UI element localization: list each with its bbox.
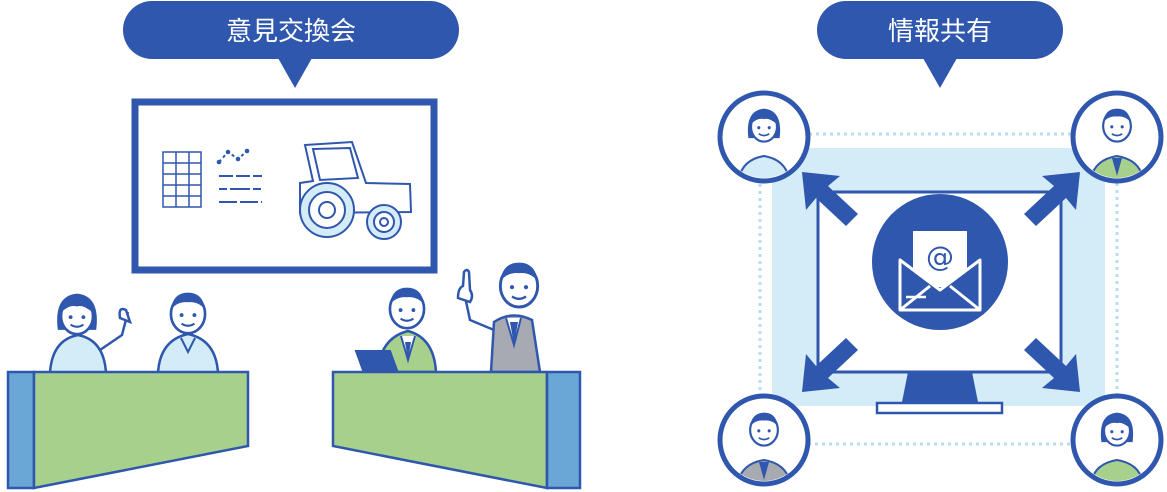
sharing-bubble-label: 情報共有 xyxy=(888,17,992,47)
person-man-laptop xyxy=(354,286,438,374)
tractor-icon xyxy=(299,140,413,240)
text-lines-icon xyxy=(219,175,262,203)
person-man-left xyxy=(156,291,220,375)
grid-table-icon xyxy=(162,151,202,208)
line-chart-icon xyxy=(216,148,250,165)
network-boundary xyxy=(758,132,1119,446)
avatar-top-right xyxy=(1070,90,1164,184)
avatar-bottom-left xyxy=(717,393,811,487)
person-man-standing xyxy=(456,261,542,374)
meeting-bubble: 意見交換会 xyxy=(123,1,459,88)
avatar-bottom-right xyxy=(1070,393,1164,487)
arrow-top-left xyxy=(802,172,858,226)
arrow-bottom-left xyxy=(802,338,858,392)
desk-left xyxy=(6,370,250,490)
laptop-icon xyxy=(354,350,400,374)
sharing-bubble: 情報共有 xyxy=(817,1,1063,88)
desk-right xyxy=(331,370,582,490)
presentation-screen xyxy=(131,98,438,274)
email-at-symbol: @ xyxy=(926,240,954,273)
email-icon: @ xyxy=(872,194,1008,330)
left-panel: 意見交換会 xyxy=(6,1,582,490)
arrow-top-right xyxy=(1024,172,1080,226)
meeting-bubble-label: 意見交換会 xyxy=(226,17,356,47)
right-panel: 情報共有 @ xyxy=(717,1,1164,487)
avatar-top-left xyxy=(717,90,811,184)
person-woman-left xyxy=(48,292,133,375)
arrow-bottom-right xyxy=(1024,338,1080,392)
